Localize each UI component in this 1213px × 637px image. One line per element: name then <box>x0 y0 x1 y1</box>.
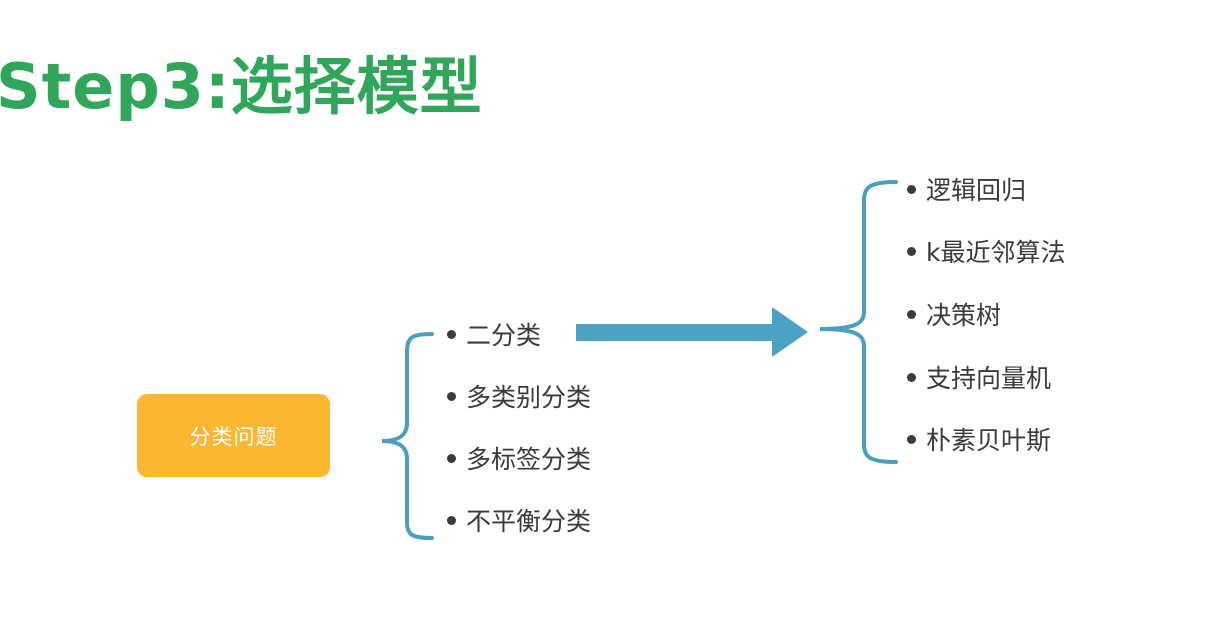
bullet-icon <box>907 246 916 256</box>
problem-type-item: 多标签分类 <box>447 440 591 476</box>
problem-type-item: 二分类 <box>447 316 541 352</box>
page-title: Step3:选择模型 <box>0 50 483 123</box>
model-item: 朴素贝叶斯 <box>907 421 1051 457</box>
problem-type-item: 不平衡分类 <box>447 502 591 538</box>
model-label: 朴素贝叶斯 <box>926 426 1052 455</box>
problem-type-label: 不平衡分类 <box>466 507 592 536</box>
model-label: k最近邻算法 <box>926 238 1066 267</box>
bullet-icon <box>447 515 456 525</box>
problem-type-label: 二分类 <box>466 321 542 350</box>
root-node: 分类问题 <box>137 394 330 477</box>
root-node-label: 分类问题 <box>189 424 278 449</box>
problem-type-label: 多类别分类 <box>466 383 592 412</box>
model-item: 逻辑回归 <box>907 171 1026 207</box>
bullet-icon <box>907 372 916 382</box>
problem-type-item: 多类别分类 <box>447 378 591 414</box>
big-arrow <box>576 307 808 357</box>
model-label: 支持向量机 <box>926 364 1052 393</box>
bullet-icon <box>447 391 456 401</box>
left-bracket <box>381 332 434 540</box>
bullet-icon <box>907 434 916 444</box>
right-bracket <box>819 180 898 464</box>
model-label: 决策树 <box>926 301 1002 330</box>
model-item: 决策树 <box>907 296 1001 332</box>
bullet-icon <box>447 453 456 463</box>
problem-type-label: 多标签分类 <box>466 445 592 474</box>
model-item: k最近邻算法 <box>907 233 1065 269</box>
bullet-icon <box>447 329 456 339</box>
model-item: 支持向量机 <box>907 359 1051 395</box>
bullet-icon <box>907 309 916 319</box>
model-label: 逻辑回归 <box>926 176 1027 205</box>
bullet-icon <box>907 184 916 194</box>
